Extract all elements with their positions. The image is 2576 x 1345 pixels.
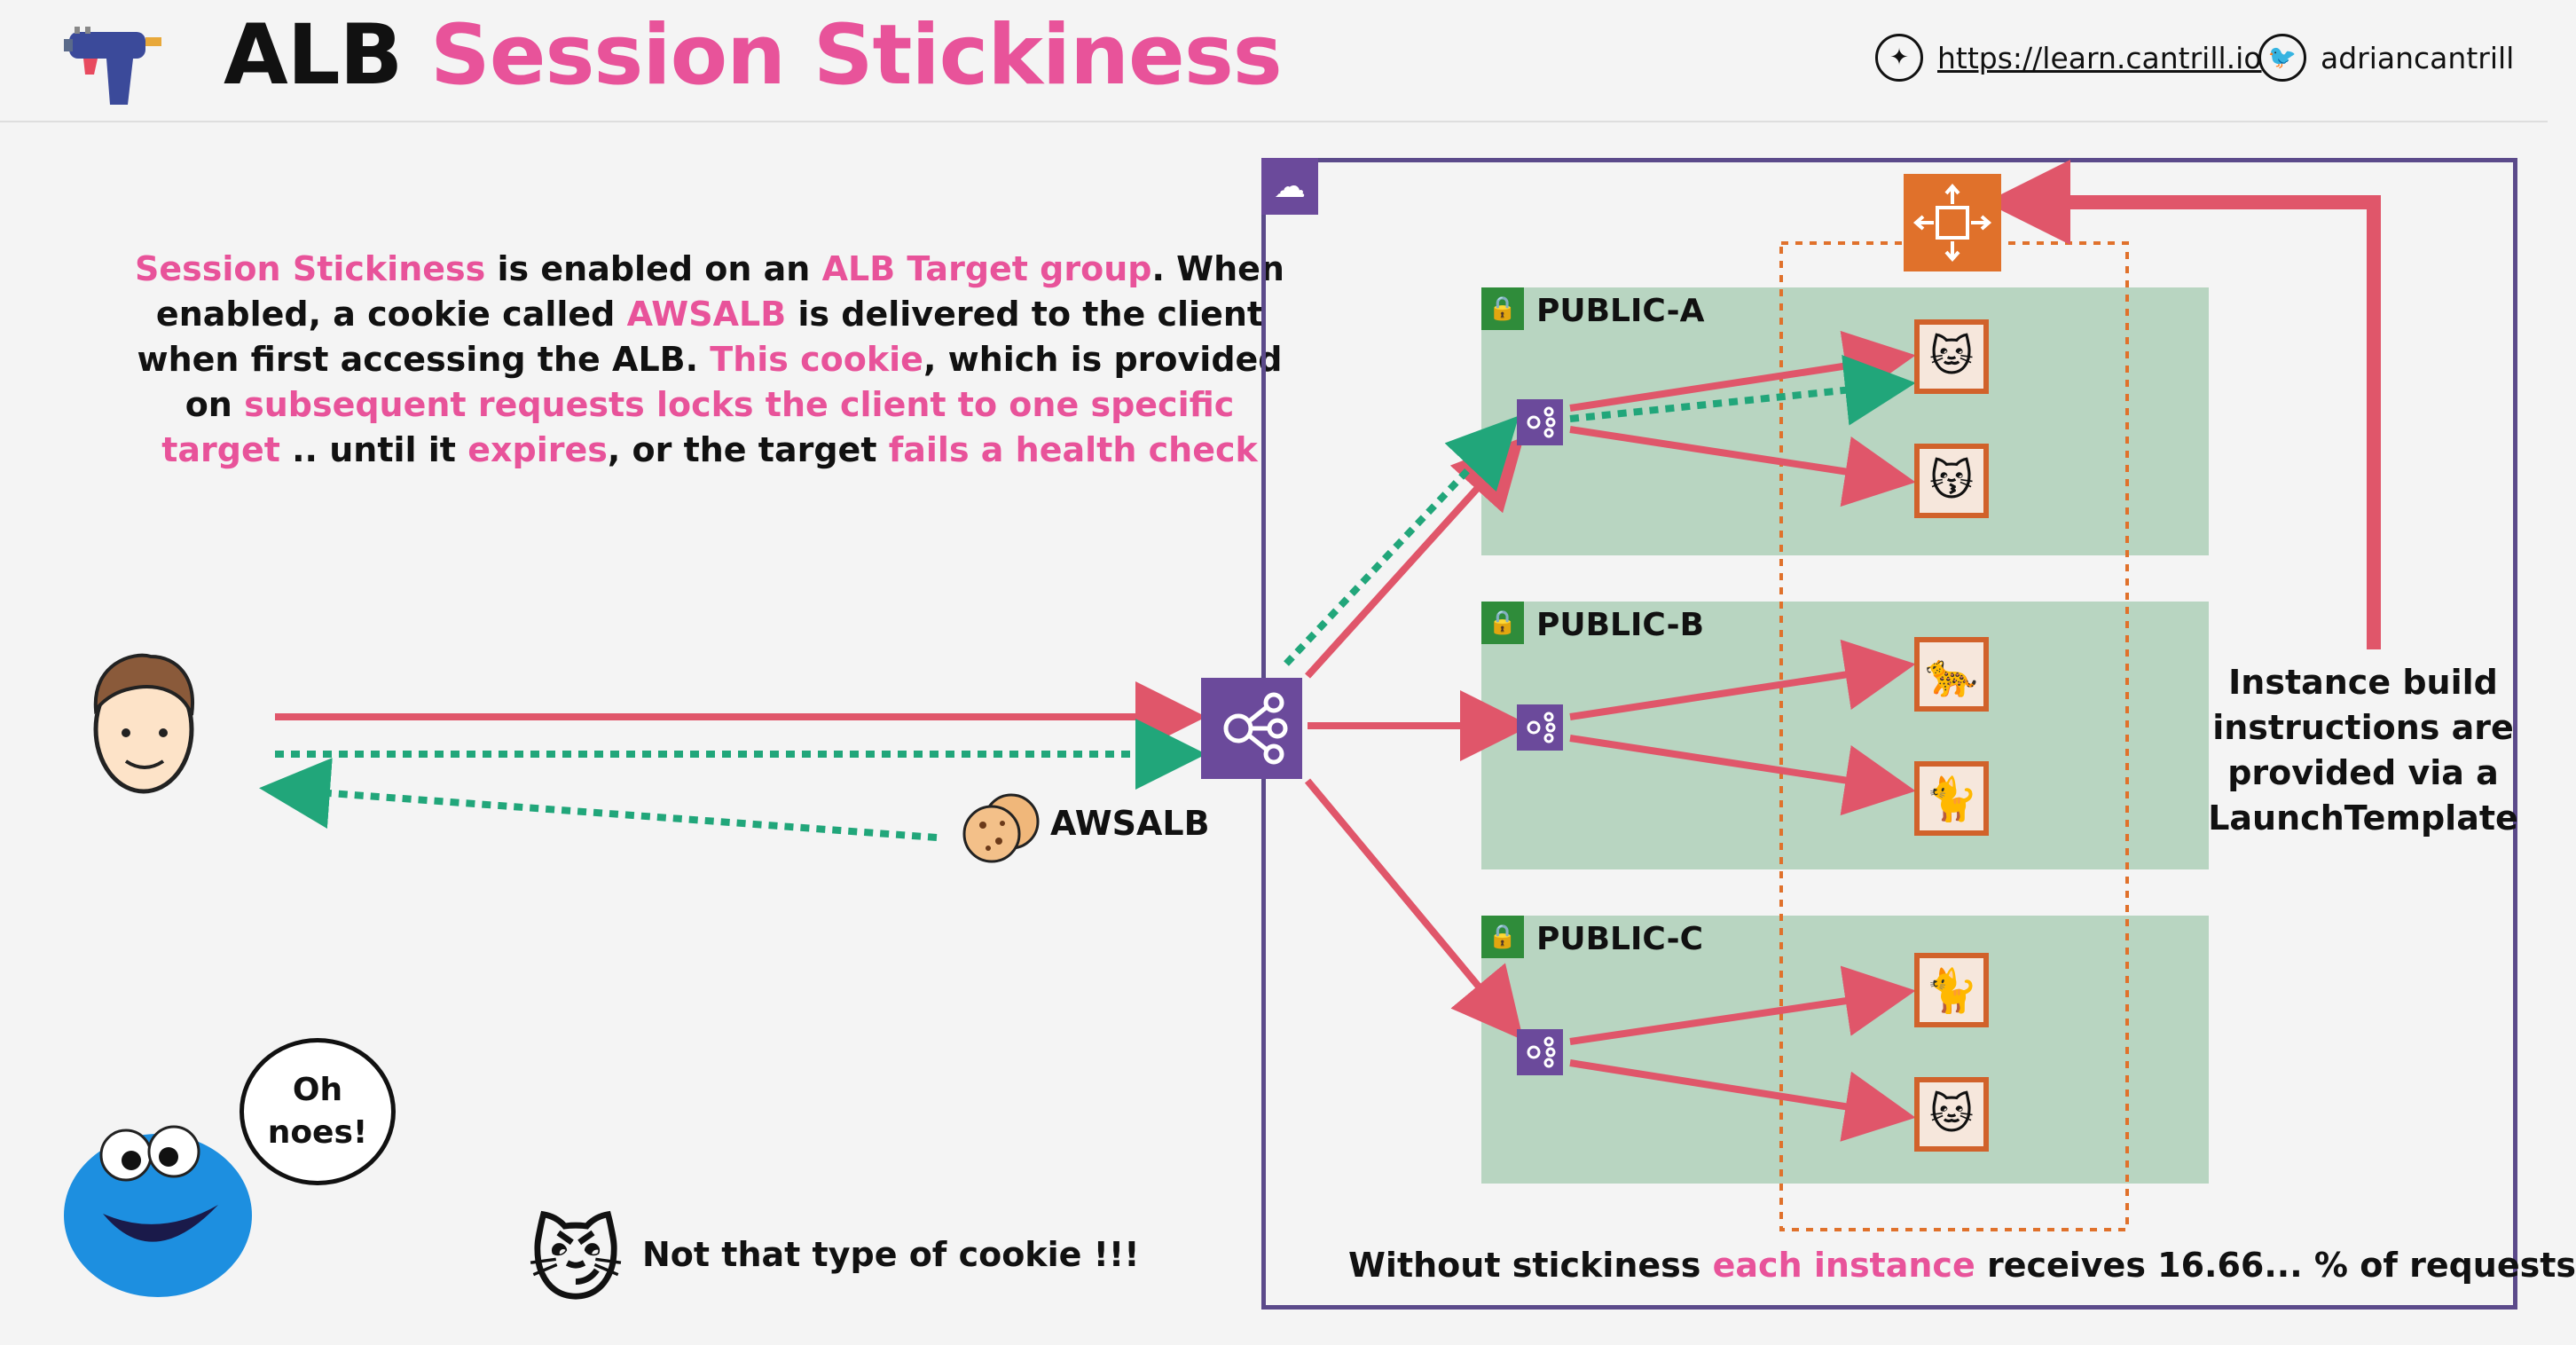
speech-bubble: Oh noes!: [240, 1038, 396, 1185]
highlighted-text: fails a health check: [888, 430, 1258, 469]
highlighted-text: Session Stickiness: [135, 249, 486, 288]
instance-chip: 🐱: [1905, 1068, 1998, 1160]
node-to-instance-arrow: [1569, 965, 1916, 1045]
cat-icon: 🐱: [1914, 319, 1989, 394]
text-segment: Without stickiness: [1348, 1246, 1713, 1285]
node-to-instance-arrow: [1569, 330, 1916, 412]
cookie-monster-icon: [64, 1125, 252, 1297]
text-segment: receives 16.66... % of requests: [1975, 1246, 2576, 1285]
vpc-cloud-icon: ☁: [1261, 158, 1318, 215]
text-segment: enabled, a cookie called: [155, 295, 627, 334]
cookie-icon: [962, 793, 1040, 863]
text-segment: when first accessing the ALB.: [137, 340, 711, 379]
highlighted-text: subsequent requests locks the client to …: [244, 385, 1235, 424]
bottom-note: Not that type of cookie !!!: [642, 1235, 1140, 1274]
launch-template-arrow: [1985, 160, 2381, 649]
subnet-name: PUBLIC-C: [1536, 921, 1703, 957]
text-segment: on: [185, 385, 245, 424]
description-line: enabled, a cookie called AWSALB is deliv…: [115, 292, 1304, 337]
alb-to-public-a-sticky-arrow: [1284, 415, 1520, 666]
instance-chip: 😽: [1905, 435, 1998, 527]
text-segment: is delivered to the client: [786, 295, 1264, 334]
load-balancer-node-icon: [1517, 1029, 1563, 1075]
cookie-label: AWSALB: [1050, 804, 1210, 843]
lucky-cat-icon: 🐱: [1914, 1077, 1989, 1152]
course-url[interactable]: https://learn.cantrill.io: [1937, 40, 2262, 75]
node-to-instance-sticky-arrow: [1569, 354, 1916, 426]
instance-chip: 🐈: [1905, 752, 1998, 845]
alb-to-public-a-arrow: [1305, 437, 1525, 679]
compass-icon: ✦: [1875, 34, 1923, 82]
title-session-stickiness: Session Stickiness: [430, 7, 1283, 104]
text-segment: , or the target: [607, 430, 889, 469]
panther-icon: 🐆: [1914, 637, 1989, 712]
twitter-bird-icon: 🐦: [2258, 34, 2306, 82]
node-to-instance-arrow: [1569, 639, 1916, 720]
load-balancer-icon: [1201, 678, 1302, 779]
alb-to-public-c-arrow: [1304, 778, 1524, 1041]
cat-icon: 🐈: [1914, 953, 1989, 1027]
highlighted-text: This cookie: [710, 340, 923, 379]
load-balancer-node-icon: [1517, 399, 1563, 445]
lock-icon: 🔒: [1481, 287, 1524, 330]
stickiness-footer-note: Without stickiness each instance receive…: [1348, 1246, 2576, 1285]
highlighted-text: target: [161, 430, 280, 469]
lock-icon: 🔒: [1481, 602, 1524, 644]
subnet-name: PUBLIC-B: [1536, 607, 1705, 643]
text-segment: , which is provided: [923, 340, 1283, 379]
highlighted-text: AWSALB: [626, 295, 787, 334]
text-segment: .. until it: [279, 430, 468, 469]
description-line: when first accessing the ALB. This cooki…: [115, 337, 1304, 382]
load-balancer-node-icon: [1517, 704, 1563, 751]
course-link[interactable]: ✦ https://learn.cantrill.io: [1875, 34, 2262, 82]
instance-chip: 🐆: [1905, 628, 1998, 720]
text-segment: is enabled on an: [485, 249, 822, 288]
glue-gun-icon: [64, 27, 161, 105]
lock-icon: 🔒: [1481, 916, 1524, 958]
subnet-name: PUBLIC-A: [1536, 293, 1705, 329]
highlighted-text: ALB Target group: [821, 249, 1152, 288]
black-cat-icon: 🐈: [1914, 761, 1989, 836]
highlighted-text: expires: [467, 430, 608, 469]
cookie-return-arrow: [259, 758, 938, 841]
instance-chip: 🐈: [1905, 944, 1998, 1036]
description-line: target .. until it expires, or the targe…: [115, 428, 1304, 473]
instance-chip: 🐱: [1905, 311, 1998, 403]
node-to-instance-arrow: [1569, 426, 1916, 507]
user-avatar: [93, 653, 194, 794]
highlighted-text: each instance: [1712, 1246, 1975, 1285]
twitter-link[interactable]: 🐦 adriancantrill: [2258, 34, 2514, 82]
launch-template-note: Instance build instructions are provided…: [2208, 663, 2518, 838]
twitter-handle[interactable]: adriancantrill: [2321, 40, 2515, 75]
header-bar: ALB Session Stickiness ✦ https://learn.c…: [0, 0, 2548, 122]
auto-scaling-icon: [1904, 174, 2001, 271]
kissing-cat-icon: 😽: [1914, 444, 1989, 518]
page-title: ALB Session Stickiness: [224, 7, 1283, 104]
title-alb: ALB: [224, 7, 403, 104]
description-line: on subsequent requests locks the client …: [115, 382, 1304, 428]
smiling-cat-icon: 😼: [527, 1207, 624, 1315]
node-to-instance-arrow: [1569, 1059, 1916, 1142]
node-to-instance-arrow: [1569, 735, 1916, 816]
